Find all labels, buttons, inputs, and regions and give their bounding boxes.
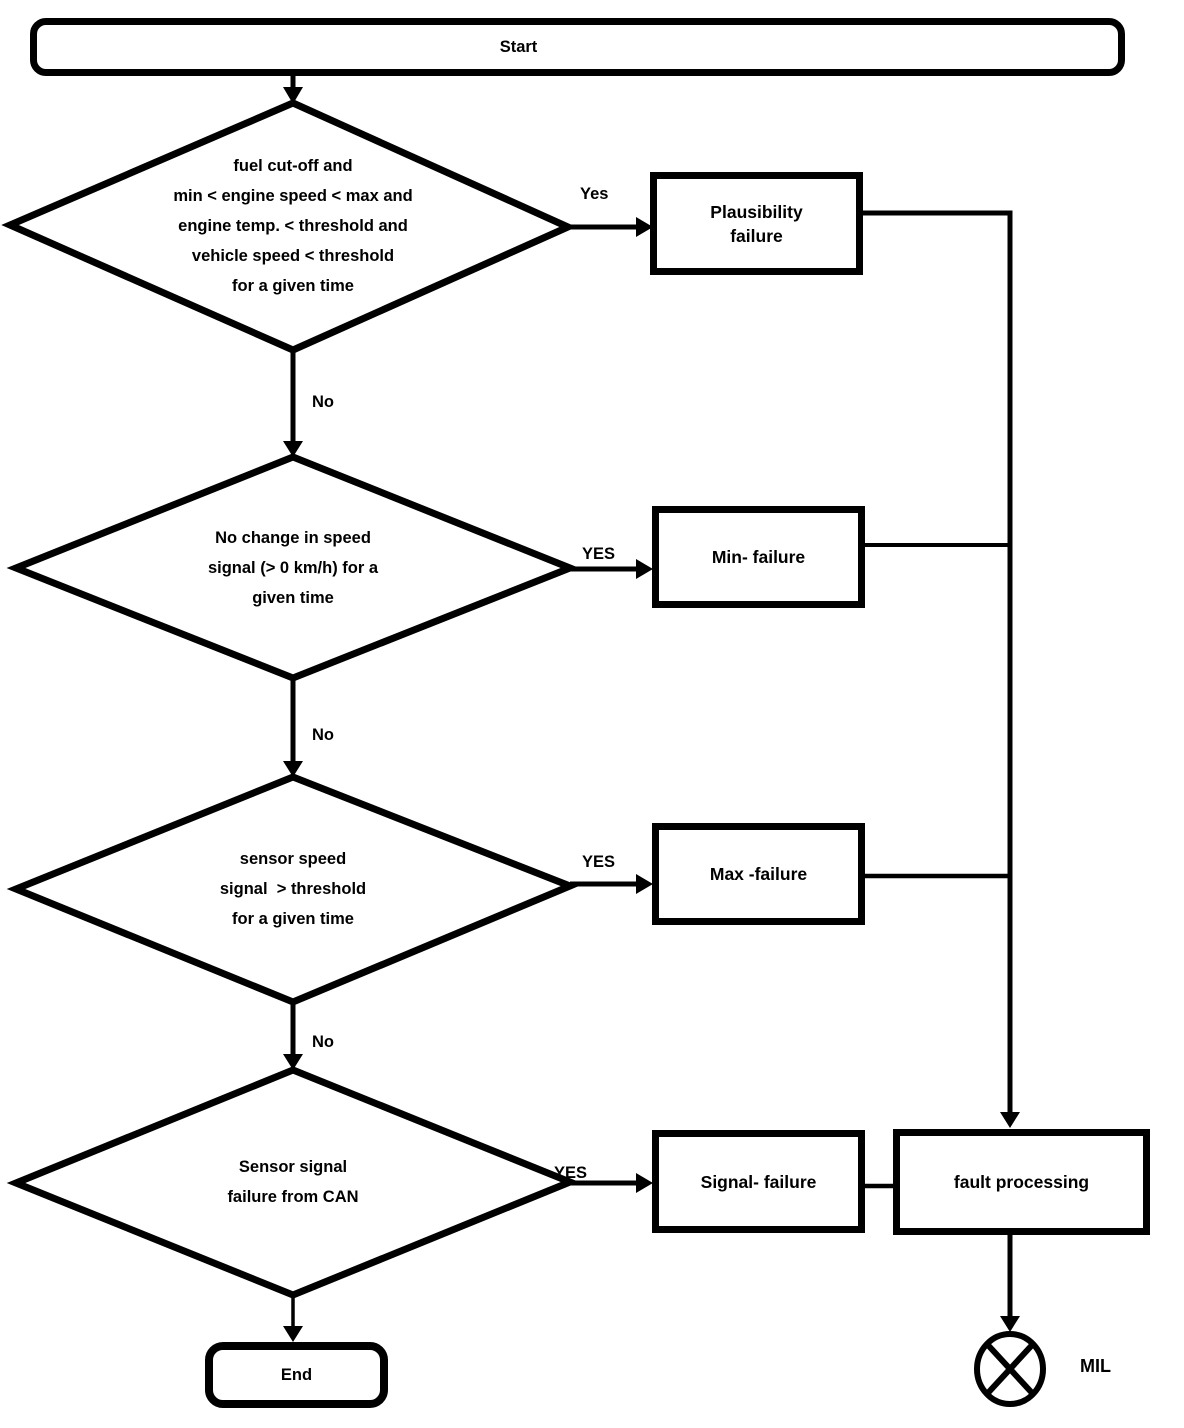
decision-max-line: signal > threshold (219, 880, 367, 898)
decision-max-line: sensor speed (239, 850, 347, 868)
arrowhead-right-signal (636, 1173, 653, 1193)
arrowhead-down-mil (1000, 1316, 1020, 1332)
decision-min-line: given time (252, 589, 334, 607)
process-max-failure: Max -failure (652, 823, 865, 925)
edge-label-yes-2: YES (582, 545, 616, 563)
arrowhead-down-end (283, 1326, 303, 1342)
process-signal-failure: Signal- failure (652, 1130, 865, 1233)
edge-label-no-1: No (312, 393, 334, 411)
arrowhead-down-decision4 (283, 1054, 303, 1070)
decision-plausibility-line: min < engine speed < max and (173, 187, 413, 205)
decision-max-line: for a given time (232, 910, 354, 928)
decision-signal-line: failure from CAN (227, 1188, 359, 1206)
process-min-failure: Min- failure (652, 506, 865, 608)
arrowhead-down-decision2 (283, 441, 303, 457)
process-signal-label: Signal- failure (700, 1171, 817, 1192)
process-max-label: Max -failure (709, 864, 808, 884)
mil-label: MIL (1080, 1356, 1111, 1376)
process-plausibility-failure: Plausibility failure (650, 172, 863, 275)
edge-label-yes-4: YES (554, 1164, 588, 1182)
end-label: End (280, 1365, 313, 1384)
process-plausibility-line: failure (730, 225, 783, 246)
decision-min-line: No change in speed (215, 529, 371, 547)
decision-signal-label: Sensor signal failure from CAN (93, 1152, 493, 1212)
decision-min-line: signal (> 0 km/h) for a (207, 559, 379, 577)
edge-label-yes-3: YES (582, 853, 616, 871)
process-min-label: Min- failure (711, 547, 806, 567)
decision-plausibility-line: engine temp. < threshold and (178, 217, 408, 235)
mil-indicator-icon (974, 1331, 1046, 1407)
decision-plausibility-line: fuel cut-off and (233, 157, 353, 175)
decision-min-label: No change in speed signal (> 0 km/h) for… (93, 523, 493, 613)
decision-plausibility-line: for a given time (232, 277, 354, 295)
edge-label-no-2: No (312, 726, 334, 744)
decision-signal-line: Sensor signal (238, 1158, 348, 1176)
arrowhead-right-plausibility (636, 217, 653, 237)
process-plausibility-line: Plausibility (710, 201, 803, 222)
decision-max-label: sensor speed signal > threshold for a gi… (93, 844, 493, 934)
decision-plausibility-label: fuel cut-off and min < engine speed < ma… (93, 151, 493, 301)
process-fault-processing: fault processing (893, 1129, 1150, 1235)
end-node: End (205, 1342, 388, 1408)
process-fault-label: fault processing (953, 1172, 1090, 1192)
arrowhead-right-max (636, 874, 653, 894)
start-node: Start (30, 18, 1125, 76)
arrowhead-right-min (636, 559, 653, 579)
arrowhead-down-fault-processing (1000, 1112, 1020, 1128)
edge-plausibility-collector (858, 210, 1013, 1114)
edge-label-yes-1: Yes (580, 185, 609, 203)
arrowhead-down-decision3 (283, 761, 303, 777)
arrowhead-down-decision1 (283, 87, 303, 104)
edge-label-no-3: No (312, 1033, 334, 1051)
start-label: Start (499, 37, 538, 56)
decision-plausibility-line: vehicle speed < threshold (191, 247, 395, 265)
